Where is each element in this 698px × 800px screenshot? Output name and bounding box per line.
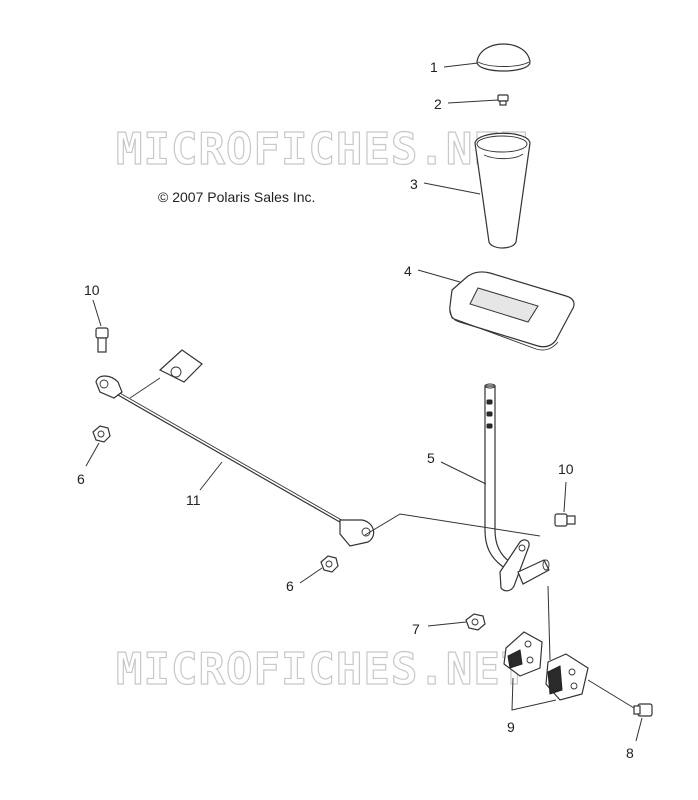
connection-line-bracket-bolt (587, 679, 635, 709)
part-11-linkage-rod (95, 375, 375, 547)
label-part-11: 11 (186, 492, 201, 508)
label-part-10-left: 10 (84, 282, 100, 298)
part-5-shift-lever (484, 383, 550, 592)
leader-1 (443, 62, 479, 68)
label-part-1: 1 (430, 59, 438, 75)
part-9-bracket-block-b (545, 653, 589, 701)
part-10-bolt-right (554, 513, 576, 527)
label-part-9: 9 (507, 719, 515, 735)
part-3-handle-grip (474, 132, 531, 249)
leader-10a (92, 299, 102, 327)
label-part-7: 7 (412, 621, 420, 637)
leader-2 (447, 99, 499, 104)
leader-6a (85, 442, 100, 467)
leader-6b (299, 567, 323, 584)
part-4-boot-pad (449, 271, 575, 351)
part-9-bracket-block-a (503, 631, 543, 677)
leader-8 (635, 717, 643, 742)
label-part-8: 8 (626, 745, 634, 761)
leader-4 (417, 269, 461, 283)
label-part-6-left: 6 (77, 471, 85, 487)
watermark-bottom: MICROFICHES.NET (116, 644, 528, 695)
copyright-text: © 2007 Polaris Sales Inc. (158, 189, 315, 205)
part-1-knob-cap (476, 43, 531, 72)
label-part-2: 2 (434, 96, 442, 112)
rod-mount-bracket (158, 349, 203, 383)
part-8-bolt (633, 703, 653, 717)
label-part-3: 3 (410, 176, 418, 192)
label-part-5: 5 (427, 450, 435, 466)
watermark-top: MICROFICHES.NET (116, 124, 528, 175)
leader-3 (423, 182, 481, 195)
leader-11 (199, 461, 223, 491)
part-6-nut-center (320, 555, 339, 573)
part-7-nut (465, 613, 486, 631)
leader-5 (440, 461, 487, 485)
label-part-6-center: 6 (286, 578, 294, 594)
connection-line-rod-lever (364, 513, 541, 537)
label-part-10-right: 10 (558, 461, 574, 477)
leader-10b (563, 481, 567, 513)
label-part-4: 4 (404, 263, 412, 279)
part-2-screw (497, 94, 509, 106)
leader-9 (511, 677, 557, 711)
leader-7 (427, 621, 467, 627)
part-10-bolt-left (95, 327, 109, 353)
connection-line-lever-bracket (547, 585, 551, 661)
part-6-nut-left (92, 425, 111, 443)
